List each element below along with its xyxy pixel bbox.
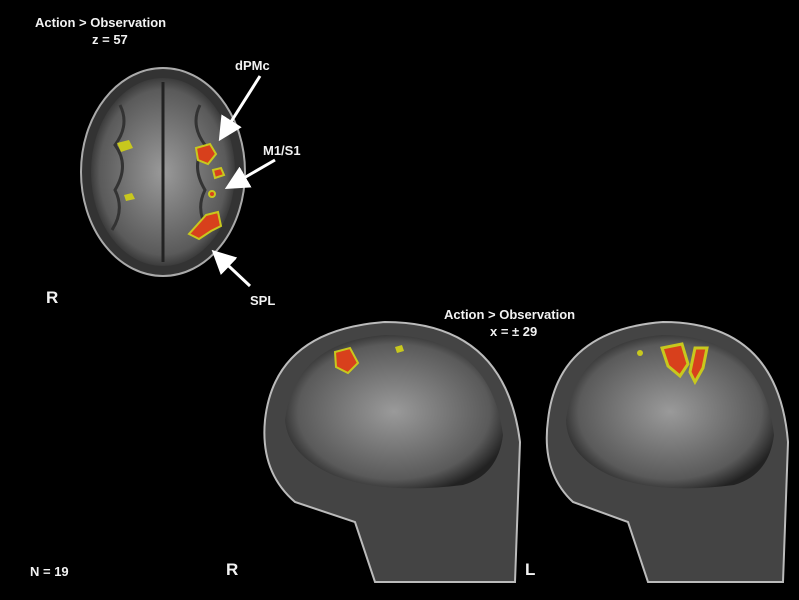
sample-size-label: N = 19 [30, 564, 69, 579]
m1s1-arrow [224, 158, 276, 190]
axial-slice-label: z = 57 [92, 32, 128, 47]
axial-title: Action > Observation [35, 15, 167, 30]
activation-blob [117, 140, 133, 152]
sagittal-left-label: L [525, 560, 536, 579]
region-label-m1s1: M1/S1 [263, 143, 301, 158]
sagittal-brain-image-left [545, 320, 790, 583]
sagittal-brain-image-right [263, 320, 522, 583]
region-label-dpmc: dPMc [235, 58, 270, 73]
axial-brain-image [80, 67, 246, 277]
axial-side-label: R [46, 288, 59, 307]
dpmc-arrow [218, 75, 262, 142]
sagittal-slice-label: x = ± 29 [490, 324, 538, 339]
region-label-spl: SPL [250, 293, 276, 308]
spl-arrow [211, 249, 252, 288]
sagittal-title: Action > Observation [444, 307, 576, 322]
sagittal-right-label: R [226, 560, 239, 579]
